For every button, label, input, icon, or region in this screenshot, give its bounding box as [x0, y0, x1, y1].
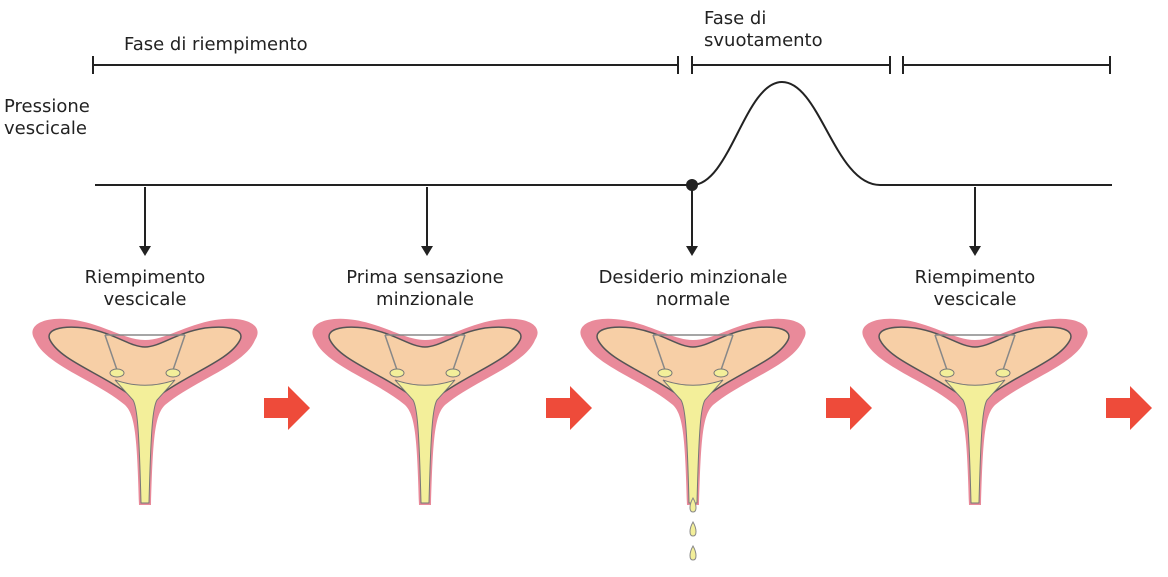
emptying-phase-label: Fase di svuotamento: [704, 8, 823, 51]
stage-arrows: [139, 187, 981, 256]
pressure-curve: [95, 80, 1112, 186]
stage-label-3: Desiderio minzionale normale: [598, 267, 788, 310]
urine-droplets: [689, 496, 697, 561]
transition-arrow-1: [264, 386, 310, 430]
bladder-icon-3: [579, 317, 807, 506]
pressure-axis-label: Pressione vescicale: [4, 96, 90, 139]
bladder-icon-2: [311, 317, 539, 506]
bladder-icon-4: [861, 317, 1089, 506]
stage-label-1: Riempimento vescicale: [84, 267, 206, 310]
filling-phase-label: Fase di riempimento: [124, 34, 308, 55]
transition-arrow-3: [826, 386, 872, 430]
stage-label-4: Riempimento vescicale: [914, 267, 1036, 310]
transition-arrow-4: [1106, 386, 1152, 430]
urge-point-marker: [686, 179, 698, 191]
transition-arrow-2: [546, 386, 592, 430]
phase-brackets: [92, 56, 1111, 74]
stage-label-2: Prima sensazione minzionale: [346, 267, 504, 310]
bladder-icon-1: [31, 317, 259, 506]
